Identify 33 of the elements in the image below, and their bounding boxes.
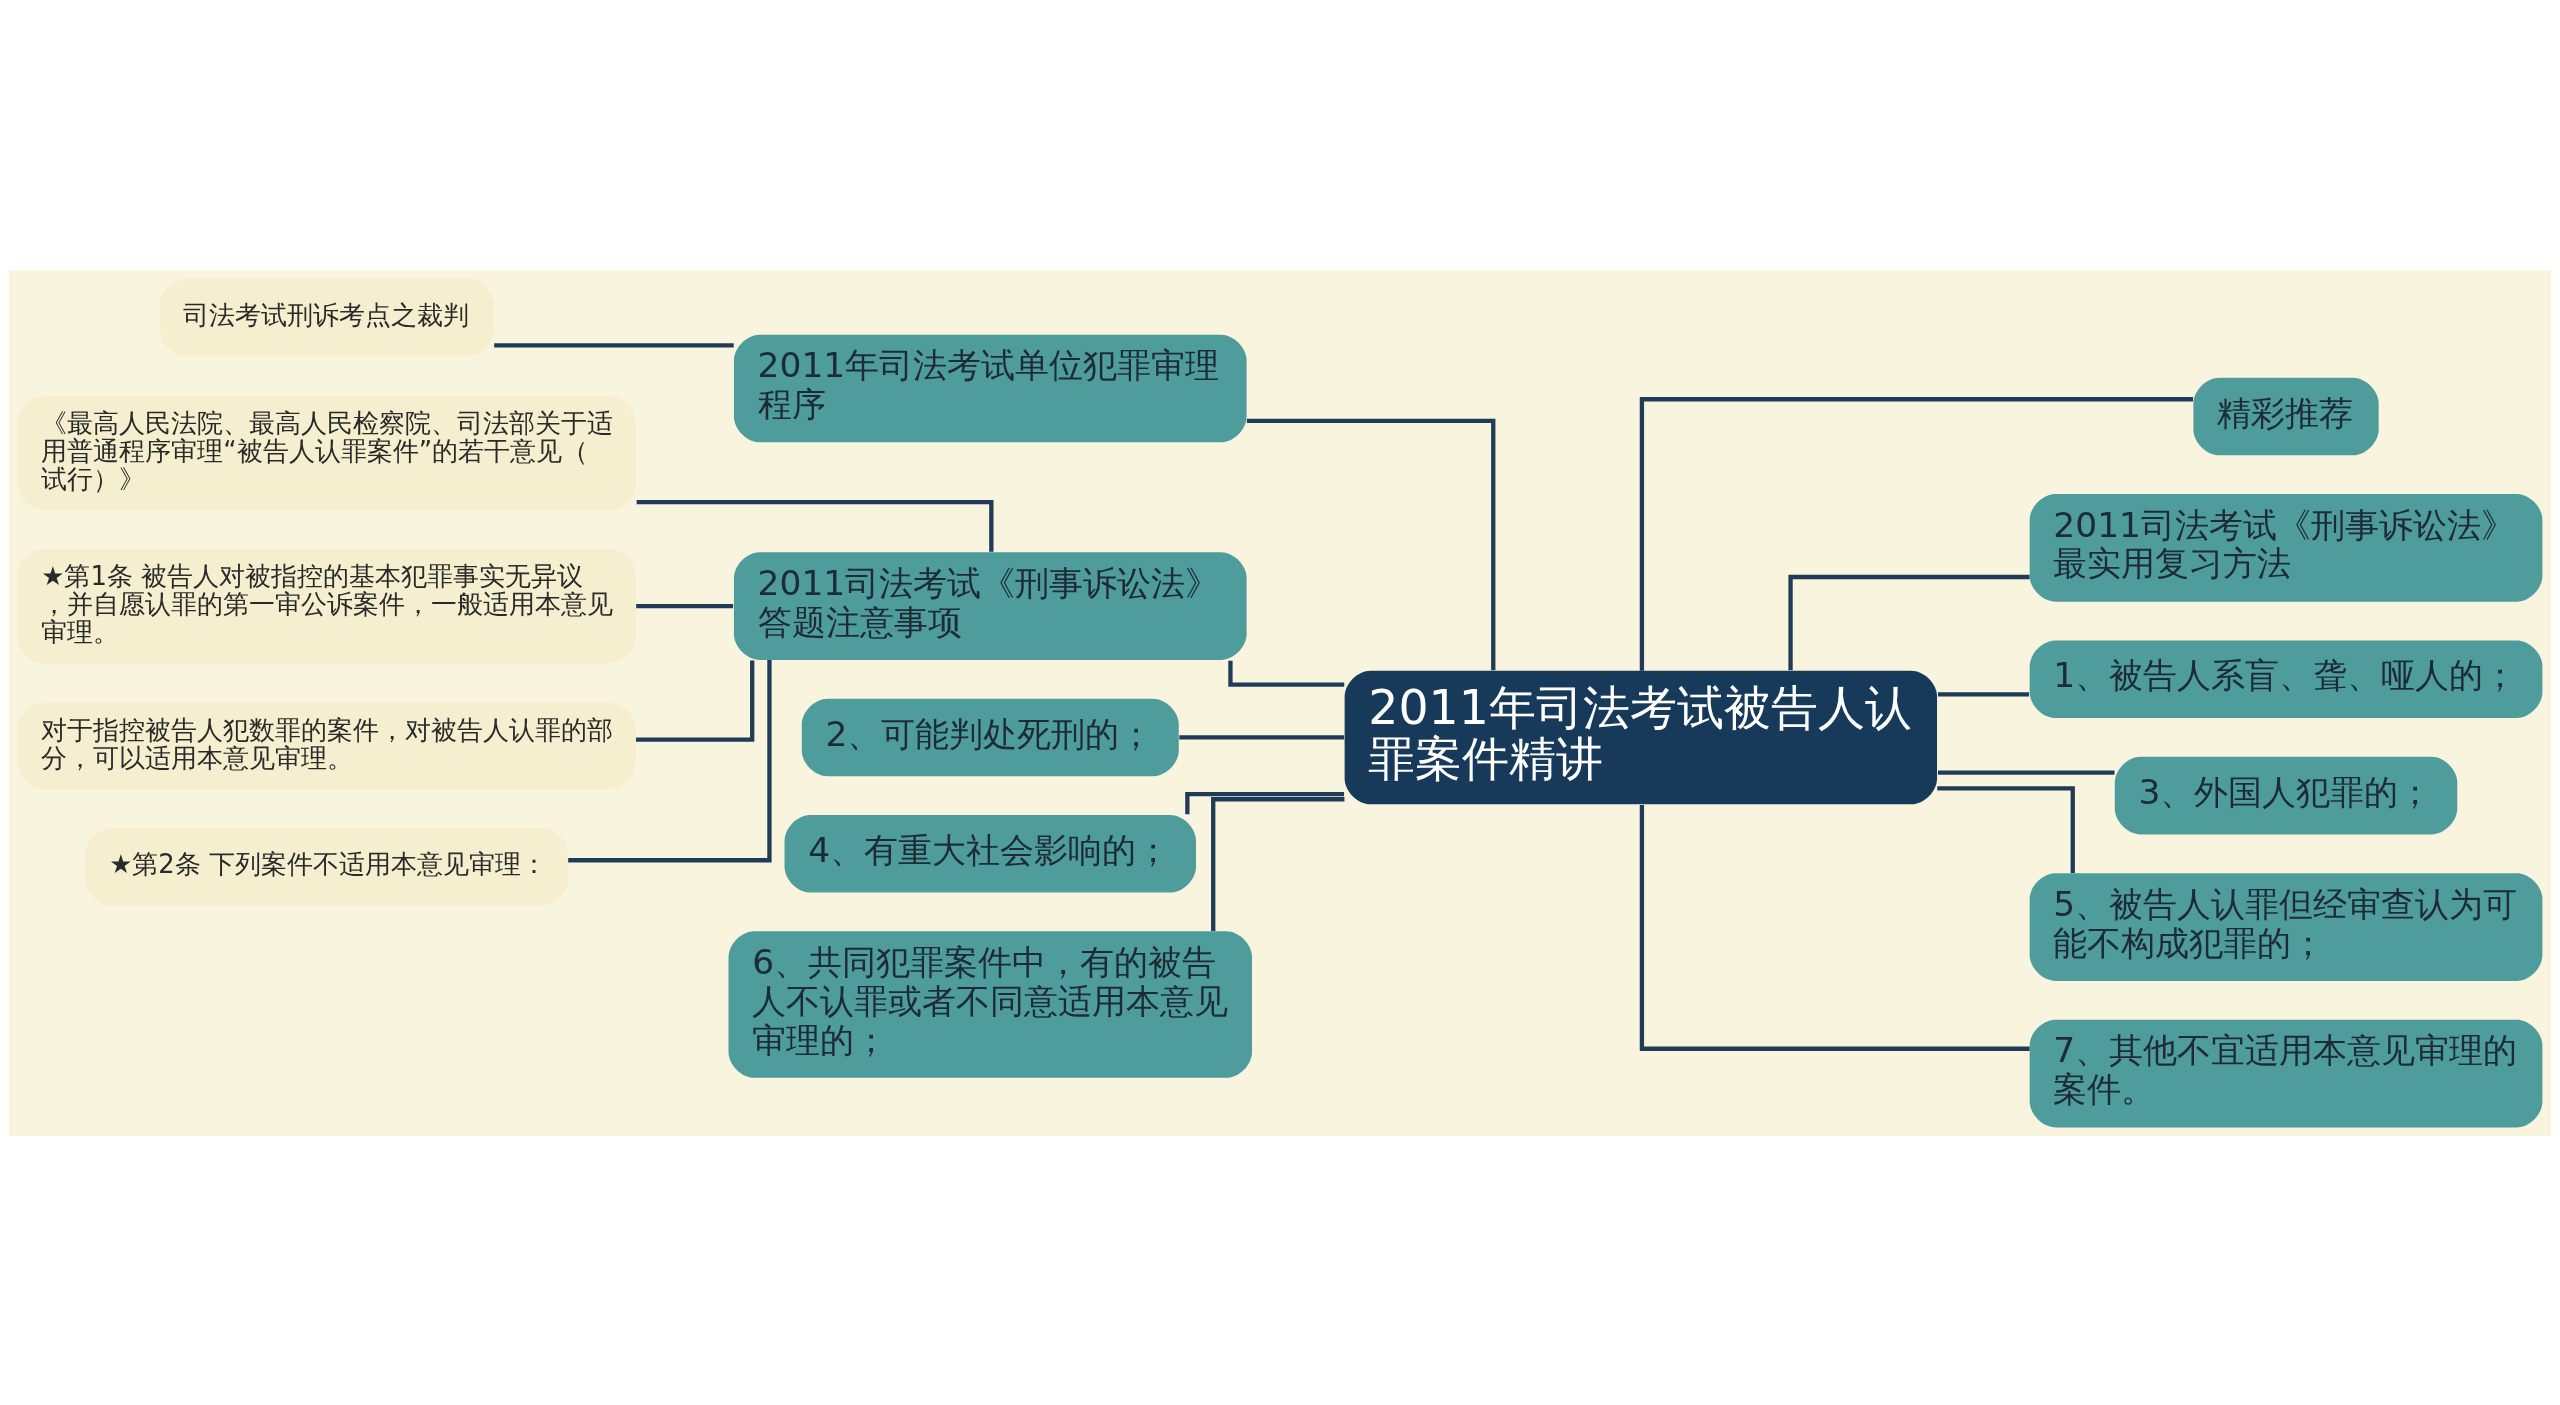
node-box: 2011年司法考试单位犯罪审理程序 [733,334,1247,442]
node-box: 《最高人民法院、最高人民检察院、司法部关于适用普通程序审理“被告人认罪案件”的若干意见（试行）》 [17,395,636,510]
node-box: 5、被告人认罪但经审查认为可能不构成犯罪的； [2029,872,2543,981]
node-box: 对于指控被告人犯数罪的案件，对被告人认罪的部分，可以适用本意见审理。 [17,702,636,789]
connector [1937,770,2115,775]
connector [1246,418,1496,670]
connector [1228,660,1345,687]
connector [635,659,755,742]
node-box: ★第1条 被告人对被指控的基本犯罪事实无异议，并自愿认罪的第一审公诉案件，一般适用本意见审理。 [17,548,636,663]
node-box: 2011司法考试《刑事诉讼法》最实用复习方法 [2029,493,2543,602]
connector [1937,691,2030,697]
node-box: ★第2条 下列案件不适用本意见审理： [85,827,569,905]
node-box: 7、其他不宜适用本意见审理的案件。 [2029,1019,2543,1127]
connector [1937,785,2075,873]
node-box: 2011司法考试《刑事诉讼法》答题注意事项 [733,551,1247,660]
node-box: 精彩推荐 [2193,377,2379,455]
node-box: 2011年司法考试被告人认罪案件精讲 [1344,670,1938,804]
node-box: 司法考试刑诉考点之裁判 [159,278,494,356]
connector [636,499,994,552]
connector [1211,796,1345,931]
node-box: 2、可能判处死刑的； [801,698,1179,776]
node-box: 3、外国人犯罪的； [2114,756,2458,834]
connector [494,342,734,348]
node-box: 6、共同犯罪案件中，有的被告人不认罪或者不同意适用本意见审理的； [728,930,1252,1078]
connector [636,603,734,608]
connector [1788,574,2030,670]
connector [1639,396,2194,671]
connector [1639,804,2030,1051]
node-box: 1、被告人系盲、聋、哑人的； [2029,640,2543,718]
connector [1185,791,1345,814]
connector [568,659,772,862]
connector [1179,734,1345,740]
node-box: 4、有重大社会影响的； [784,814,1196,893]
